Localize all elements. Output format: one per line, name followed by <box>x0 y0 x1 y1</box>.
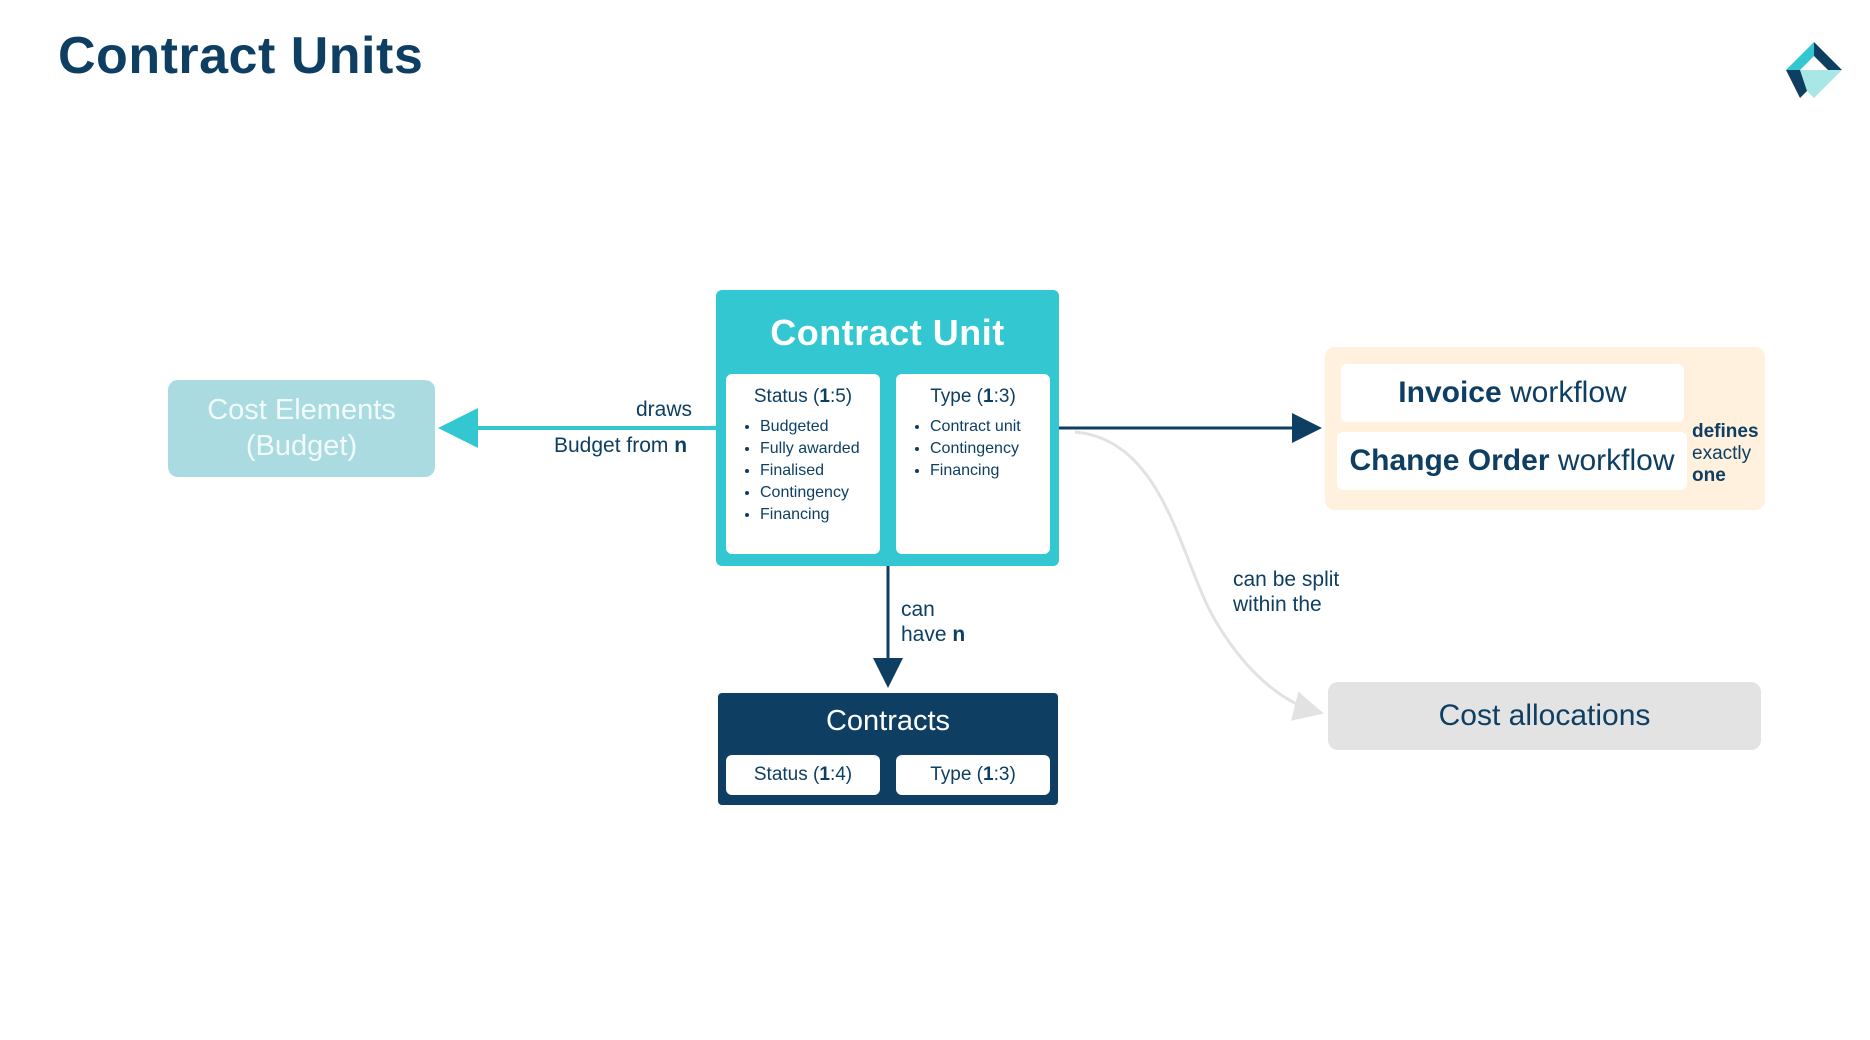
cost-elements-line2: (Budget) <box>245 430 358 462</box>
edge-split-label-line1: can be split <box>1233 568 1340 591</box>
cost-elements-line1: Cost Elements <box>207 394 396 426</box>
cost-allocations-node: Cost allocations <box>1328 682 1761 750</box>
list-item: Contingency <box>760 482 880 504</box>
company-logo-icon <box>1786 42 1842 98</box>
list-item: Budgeted <box>760 416 880 438</box>
contract-unit-status-list: Budgeted Fully awarded Finalised Conting… <box>726 416 880 526</box>
list-item: Contingency <box>930 438 1050 460</box>
list-item: Financing <box>930 460 1050 482</box>
edge-can-have-label-line1: can <box>901 598 935 621</box>
edge-draws-label-line1: draws <box>636 398 693 421</box>
list-item: Fully awarded <box>760 438 880 460</box>
contract-unit-title: Contract Unit <box>770 312 1005 353</box>
list-item: Financing <box>760 504 880 526</box>
contract-unit-type-box: Type (1:3) Contract unit Contingency Fin… <box>896 374 1050 554</box>
workflows-panel: Invoice workflow Change Order workflow d… <box>1325 347 1765 510</box>
page-title: Contract Units <box>58 27 424 85</box>
defines-exactly-one-label: defines exactly one <box>1692 421 1759 486</box>
change-order-workflow-box: Change Order workflow <box>1337 432 1687 490</box>
contract-unit-type-list: Contract unit Contingency Financing <box>896 416 1050 482</box>
contracts-title: Contracts <box>825 705 951 737</box>
contract-unit-node: Contract Unit Status (1:5) Budgeted Full… <box>716 290 1059 566</box>
edge-split-label-line2: within the <box>1233 593 1322 616</box>
edge-split-line <box>1074 430 1324 721</box>
contract-unit-status-header: Status (1:5) <box>753 386 853 407</box>
contract-unit-type-header: Type (1:3) <box>930 386 1016 407</box>
contracts-type-box: Type (1:3) <box>896 755 1050 795</box>
contracts-node: Contracts Status (1:4) Type (1:3) <box>718 693 1058 805</box>
list-item: Finalised <box>760 460 880 482</box>
edge-draws-label-line2: Budget from n <box>554 434 688 457</box>
contract-unit-status-box: Status (1:5) Budgeted Fully awarded Fina… <box>726 374 880 554</box>
edge-can-have-label-line2: have n <box>901 623 966 646</box>
cost-elements-node: Cost Elements (Budget) <box>168 380 435 477</box>
contracts-status-box: Status (1:4) <box>726 755 880 795</box>
list-item: Contract unit <box>930 416 1050 438</box>
invoice-workflow-box: Invoice workflow <box>1341 364 1684 422</box>
